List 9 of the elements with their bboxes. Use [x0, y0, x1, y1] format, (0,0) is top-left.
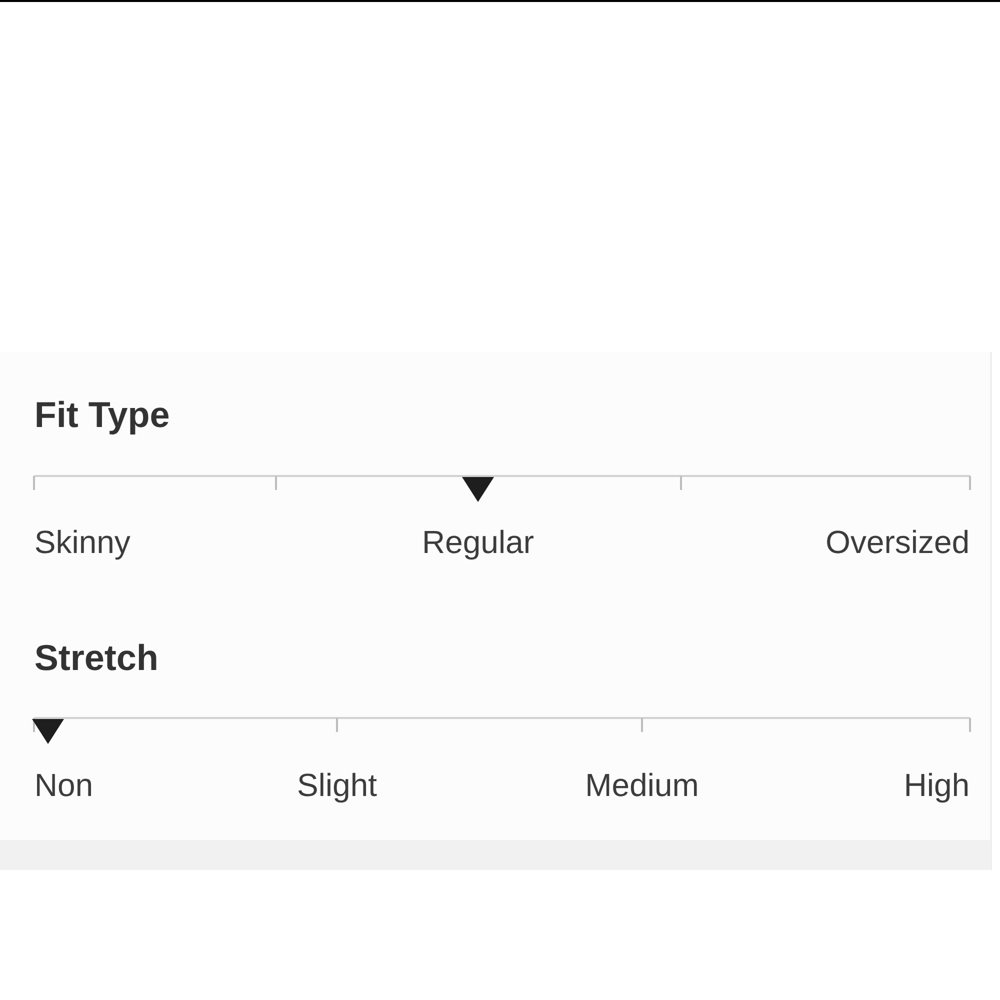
- section-heading: Stretch: [35, 644, 156, 670]
- scale-label: Skinny: [36, 530, 130, 560]
- scale-label: Slight: [298, 772, 377, 803]
- scale-label: Medium: [588, 772, 697, 796]
- scale-label: Oversized: [827, 530, 968, 554]
- scale-label: Regular: [424, 530, 534, 560]
- scale-label: High: [906, 772, 968, 803]
- scale-label: Non: [37, 774, 91, 796]
- section-heading: Fit Type: [36, 400, 169, 434]
